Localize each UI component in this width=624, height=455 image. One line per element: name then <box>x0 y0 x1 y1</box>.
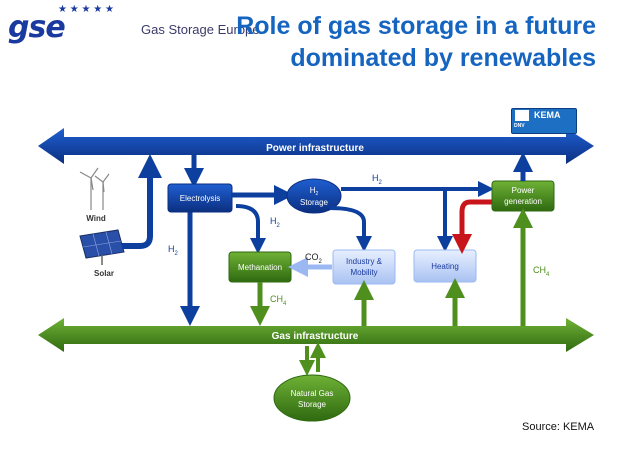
industry-mobility-box: Industry & Mobility <box>332 249 396 285</box>
heating-label: Heating <box>431 262 459 271</box>
h2-storage-node: H2 Storage <box>286 178 342 214</box>
slide-title-line-1: Role of gas storage in a future <box>236 12 596 40</box>
natural-gas-label-line-1: Natural Gas <box>291 389 334 398</box>
h2-label-1: H2 <box>168 244 179 257</box>
h2-label-3: H2 <box>372 173 383 186</box>
slide-title: Role of gas storage in a future dominate… <box>216 10 596 74</box>
eu-stars-icon: ★ ★ ★ ★ ★ <box>58 4 114 15</box>
natural-gas-storage-node: Natural Gas Storage <box>273 374 351 422</box>
natural-gas-label-line-2: Storage <box>298 400 327 409</box>
solar-panel-icon <box>79 229 125 265</box>
source-caption: Source: KEMA <box>522 421 595 433</box>
solar-label: Solar <box>94 269 114 278</box>
co2-label: CO2 <box>305 252 323 265</box>
heating-box: Heating <box>413 249 477 283</box>
gas-infrastructure-label: Gas infrastructure <box>272 331 359 342</box>
heat-to-heating-arrow <box>452 199 492 254</box>
slide-title-line-2: dominated by renewables <box>290 44 596 72</box>
ch4-label-2: CH4 <box>533 265 550 278</box>
wind-label: Wind <box>86 214 106 223</box>
renewables-to-power-arrow <box>122 154 162 249</box>
power-infrastructure-bus: Power infrastructure <box>38 128 594 164</box>
methanation-label: Methanation <box>238 263 282 272</box>
dnv-logo-text: DNV <box>514 123 525 129</box>
power-generation-label-line-1: Power <box>512 186 535 195</box>
power-infrastructure-label: Power infrastructure <box>266 143 364 154</box>
wind-turbine-icon <box>79 167 110 210</box>
methanation-box: Methanation <box>228 251 292 283</box>
kema-logo-text: KEMA <box>534 110 561 120</box>
org-name: Gas Storage Europe <box>141 22 260 37</box>
ch4-label-1: CH4 <box>270 294 287 307</box>
power-generation-box: Power generation <box>491 180 555 212</box>
electrolysis-box: Electrolysis <box>167 183 233 213</box>
h2-storage-label-line-1: H2 <box>310 186 319 197</box>
industry-label-line-2: Mobility <box>350 268 377 277</box>
industry-label-line-1: Industry & <box>346 257 383 266</box>
h2-label-2: H2 <box>270 216 281 229</box>
h2-storage-label-line-2: Storage <box>300 198 329 207</box>
storage-to-industry-arrow <box>329 206 372 252</box>
gas-infrastructure-bus: Gas infrastructure <box>38 318 594 352</box>
electrolysis-to-methanation-arrow <box>235 204 266 254</box>
power-generation-label-line-2: generation <box>504 197 542 206</box>
gse-logo: gse <box>8 10 66 45</box>
electrolysis-label: Electrolysis <box>180 194 220 203</box>
dnv-mark-icon <box>515 110 529 121</box>
